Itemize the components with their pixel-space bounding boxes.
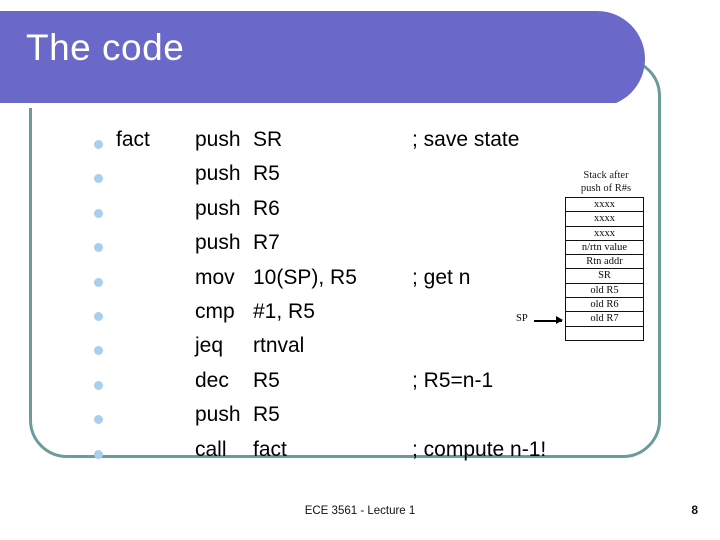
- code-line: push R6: [60, 197, 620, 231]
- stack-cell: xxxx: [566, 211, 643, 225]
- code-operand: R5: [253, 403, 280, 427]
- stack-caption-line-2: push of R#s: [580, 182, 632, 194]
- stack-cell: Rtn addr: [566, 254, 643, 268]
- code-label: fact: [116, 128, 150, 151]
- bullet-icon: [94, 174, 103, 184]
- code-comment: ; R5=n-1: [412, 368, 494, 392]
- stack-pointer-label: SP: [516, 313, 528, 324]
- code-operand: SR: [253, 128, 283, 151]
- code-operand: R7: [253, 231, 280, 255]
- stack-cells-table: xxxx xxxx xxxx n/rtn value Rtn addr SR o…: [565, 197, 644, 341]
- bullet-icon: [94, 346, 103, 356]
- code-comment: ; compute n-1!: [412, 437, 547, 461]
- title-banner: [0, 11, 645, 108]
- code-operand: #1, R5: [253, 299, 315, 323]
- code-comment: ; get n: [412, 265, 471, 289]
- bullet-icon: [94, 449, 103, 459]
- stack-cell: old R7: [566, 311, 643, 325]
- stack-cell: xxxx: [566, 197, 643, 211]
- code-operand: rtnval: [253, 334, 305, 358]
- page-title: The code: [26, 27, 185, 68]
- code-line: push R5: [60, 403, 620, 437]
- bullet-icon: [94, 243, 103, 253]
- stack-cell: old R6: [566, 297, 643, 311]
- stack-cell: old R5: [566, 282, 643, 297]
- code-operand: R5: [253, 162, 280, 186]
- stack-cell: n/rtn value: [566, 239, 643, 254]
- code-opcode: push: [195, 403, 241, 427]
- code-operand: R6: [253, 196, 280, 220]
- code-opcode: jeq: [195, 334, 224, 358]
- footer-course-label: ECE 3561 - Lecture 1: [304, 505, 416, 517]
- code-line: dec R5 ; R5=n-1: [60, 369, 620, 403]
- code-line: push R7: [60, 231, 620, 265]
- bullet-icon: [94, 208, 103, 218]
- code-operand: R5: [253, 368, 280, 392]
- stack-caption-line-1: Stack after: [583, 170, 629, 181]
- code-opcode: push: [195, 128, 241, 151]
- code-line: cmp #1, R5: [60, 300, 620, 334]
- bullet-icon: [94, 380, 103, 390]
- code-opcode: mov: [195, 265, 235, 289]
- stack-diagram: Stack after push of R#s xxxx xxxx xxxx n…: [512, 170, 657, 355]
- code-opcode: call: [195, 437, 227, 461]
- code-operand: fact: [253, 437, 287, 461]
- code-line: mov 10(SP), R5 ; get n: [60, 266, 620, 300]
- page-number: 8: [691, 503, 698, 517]
- code-listing: fact push SR ; save state push R5 push R…: [60, 128, 620, 472]
- stack-cell: xxxx: [566, 225, 643, 240]
- stack-pointer-marker: SP: [512, 312, 567, 328]
- bullet-icon: [94, 415, 103, 425]
- bullet-icon: [94, 140, 103, 149]
- stack-cell-empty: [566, 325, 643, 340]
- code-opcode: cmp: [195, 299, 235, 323]
- code-line: call fact ; compute n-1!: [60, 438, 620, 472]
- code-opcode: push: [195, 196, 241, 220]
- code-opcode: push: [195, 231, 241, 255]
- stack-cell: SR: [566, 268, 643, 282]
- code-line: push R5: [60, 162, 620, 196]
- code-line: fact push SR ; save state: [60, 128, 620, 162]
- code-comment: ; save state: [412, 128, 520, 151]
- code-opcode: dec: [195, 368, 229, 392]
- bullet-icon: [94, 277, 103, 287]
- arrow-right-icon: [534, 316, 563, 324]
- stack-diagram-caption: Stack after push of R#s: [556, 170, 656, 195]
- code-operand: 10(SP), R5: [253, 265, 357, 289]
- code-line: jeq rtnval: [60, 334, 620, 368]
- bullet-icon: [94, 311, 103, 321]
- code-opcode: push: [195, 162, 241, 186]
- title-underline-rule: [0, 103, 634, 108]
